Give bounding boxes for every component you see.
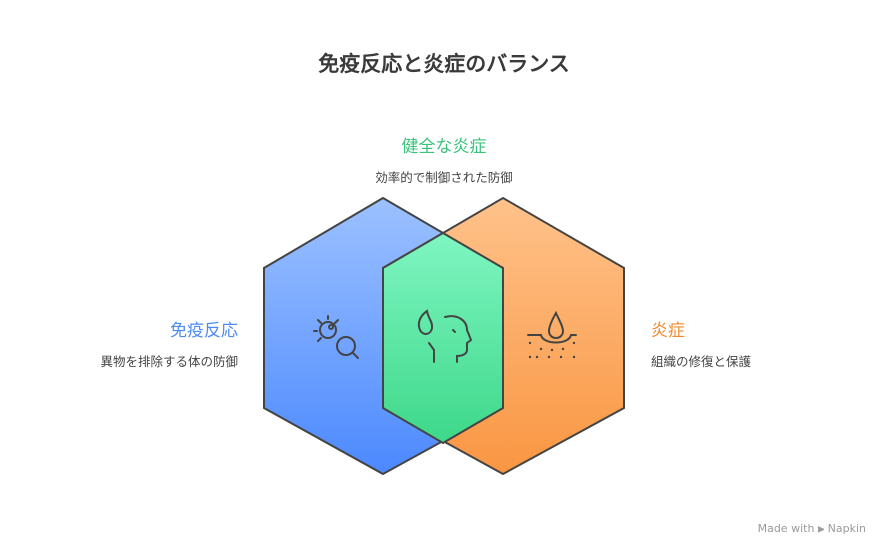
right-label: 炎症: [651, 321, 685, 341]
hexagon-overlap: [382, 231, 504, 445]
right-description: 組織の修復と保護: [651, 354, 752, 369]
made-with-text: Made with: [757, 522, 815, 535]
center-description: 効率的で制御された防御: [375, 170, 513, 185]
page-title: 免疫反応と炎症のバランス: [318, 52, 570, 76]
brand-text: Napkin: [827, 522, 866, 535]
napkin-credit[interactable]: Made with ⫸ Napkin: [758, 522, 866, 536]
skin-drop-icon: [527, 310, 577, 359]
left-description: 異物を排除する体の防御: [100, 354, 238, 369]
virus-search-icon: [313, 315, 359, 359]
head-flame-icon: [417, 309, 473, 363]
center-label: 健全な炎症: [401, 137, 487, 157]
left-label: 免疫反応: [170, 321, 238, 341]
napkin-logo-icon: ⫸: [817, 522, 825, 535]
